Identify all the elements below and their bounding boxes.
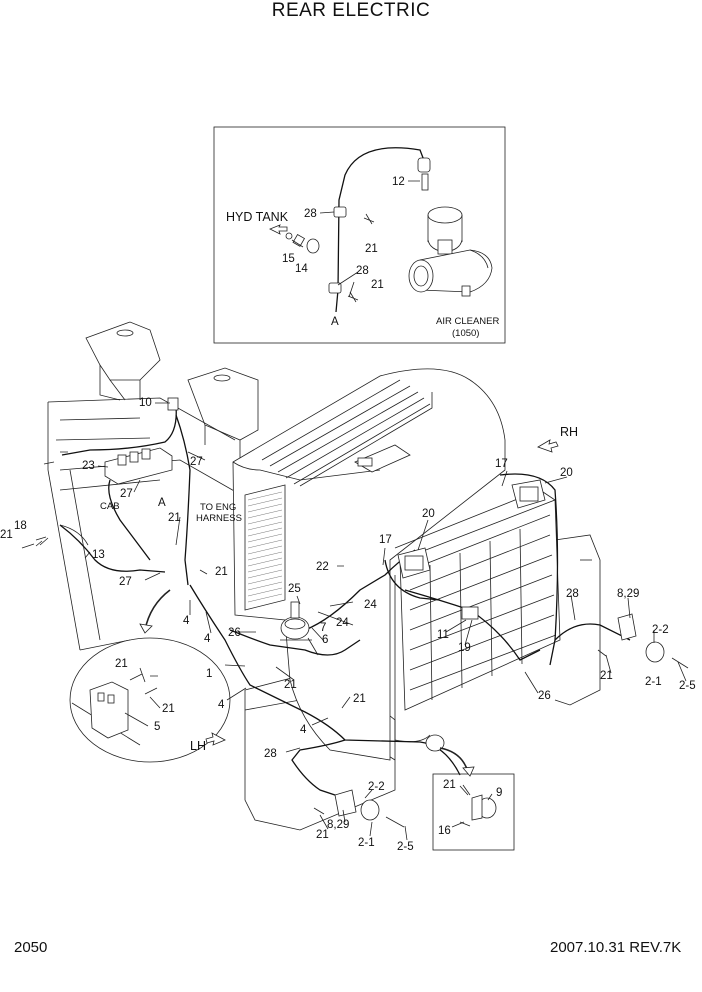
lh-arrow-icon (205, 732, 226, 746)
work-lamp-right (511, 479, 546, 509)
air-cleaner-icon (408, 206, 493, 297)
part-28-label: 28 (356, 265, 369, 277)
part-21-label: 21 (443, 779, 456, 791)
part-20-label: 20 (422, 508, 435, 520)
part-4-label: 4 (300, 724, 307, 736)
part-16-label: 16 (438, 825, 451, 837)
part-2-5-label: 2-5 (397, 841, 414, 853)
part-27-label: 27 (190, 456, 203, 468)
part-21-label: 21 (371, 279, 384, 291)
hose-13 (59, 524, 89, 546)
rear-lamp-left (313, 789, 405, 828)
relay-block (104, 447, 173, 485)
part-18-label: 18 (14, 520, 27, 532)
perforated-panel (247, 491, 283, 603)
part-24-label: 24 (364, 599, 377, 611)
air-cleaner-detail-box: 12 28 21 15 14 28 21 A HYD TANK AIR CLEA… (213, 126, 506, 344)
part-2-1-label: 2-1 (645, 676, 662, 688)
part-17-label: 17 (495, 458, 508, 470)
part-21-label: 21 (168, 512, 181, 524)
cab-label: CAB (100, 501, 120, 512)
part-19-label: 19 (458, 642, 471, 654)
part-5-label: 5 (154, 721, 160, 733)
part-27-label: 27 (119, 576, 132, 588)
part-21-label: 21 (0, 529, 13, 541)
part-14-label: 14 (295, 263, 308, 275)
part-17-label: 17 (379, 534, 392, 546)
part-2-5-label: 2-5 (679, 680, 696, 692)
to-eng-label: TO ENG (200, 502, 236, 513)
part-6-label: 6 (322, 634, 328, 646)
part-10-label: 10 (139, 397, 152, 409)
part-22-label: 22 (316, 561, 329, 573)
part-4-label: 4 (218, 699, 225, 711)
part-28-label: 28 (264, 748, 277, 760)
part-21-label: 21 (353, 693, 366, 705)
rear-light (425, 734, 445, 752)
part-2-1-label: 2-1 (358, 837, 375, 849)
fitting-23 (43, 451, 68, 465)
part-28-label: 28 (304, 208, 317, 220)
rear-lamp-right (597, 613, 689, 669)
part-11-label: 11 (437, 629, 449, 641)
part-12-label: 12 (392, 176, 405, 188)
bracket-detail-circle (69, 589, 231, 763)
part-4-label: 4 (183, 615, 190, 627)
part-1-label: 1 (206, 668, 212, 680)
part-26-label: 26 (538, 690, 551, 702)
part-8-29-label: 8,29 (327, 819, 349, 831)
part-23-label: 23 (82, 460, 95, 472)
part-2-2-label: 2-2 (368, 781, 385, 793)
part-7-label: 7 (320, 622, 326, 634)
part-21-label: 21 (284, 679, 297, 691)
part-8-29-label: 8,29 (617, 588, 639, 600)
part-20-label: 20 (560, 467, 573, 479)
part-4-label: 4 (204, 633, 211, 645)
pump-assembly (280, 601, 312, 641)
lh-label: LH (190, 739, 206, 753)
air-cleaner-label: AIR CLEANER (436, 316, 499, 327)
part-15-label: 15 (282, 253, 295, 265)
work-lamp-left (397, 547, 431, 579)
lamp-detail-box (432, 747, 515, 851)
part-25-label: 25 (288, 583, 301, 595)
part-2-2-label: 2-2 (652, 624, 669, 636)
part-21-label: 21 (365, 243, 378, 255)
revision-date: 2007.10.31 REV.7K (550, 939, 682, 956)
air-cleaner-ref-label: (1050) (452, 328, 479, 339)
part-21-label: 21 (215, 566, 228, 578)
part-13-label: 13 (92, 549, 105, 561)
harness-label: HARNESS (196, 513, 242, 524)
page-number: 2050 (14, 939, 48, 956)
part-24-label: 24 (336, 617, 349, 629)
fitting-18 (21, 536, 49, 549)
fitting-10 (167, 397, 179, 411)
part-21-label: 21 (115, 658, 128, 670)
part-27-label: 27 (120, 488, 133, 500)
hyd-tank-label: HYD TANK (226, 210, 289, 224)
rh-arrow-icon (537, 439, 559, 453)
page-title: REAR ELECTRIC (271, 0, 431, 21)
section-a-label: A (158, 497, 166, 509)
part-21-label: 21 (600, 670, 613, 682)
part-9-label: 9 (496, 787, 502, 799)
part-21-label: 21 (316, 829, 329, 841)
part-28-label: 28 (566, 588, 579, 600)
part-21-label: 21 (162, 703, 175, 715)
rh-label: RH (560, 425, 578, 439)
section-a-label: A (331, 316, 339, 328)
connector-19 (461, 606, 479, 620)
engine-hood (232, 368, 561, 761)
part-26-label: 26 (228, 627, 241, 639)
